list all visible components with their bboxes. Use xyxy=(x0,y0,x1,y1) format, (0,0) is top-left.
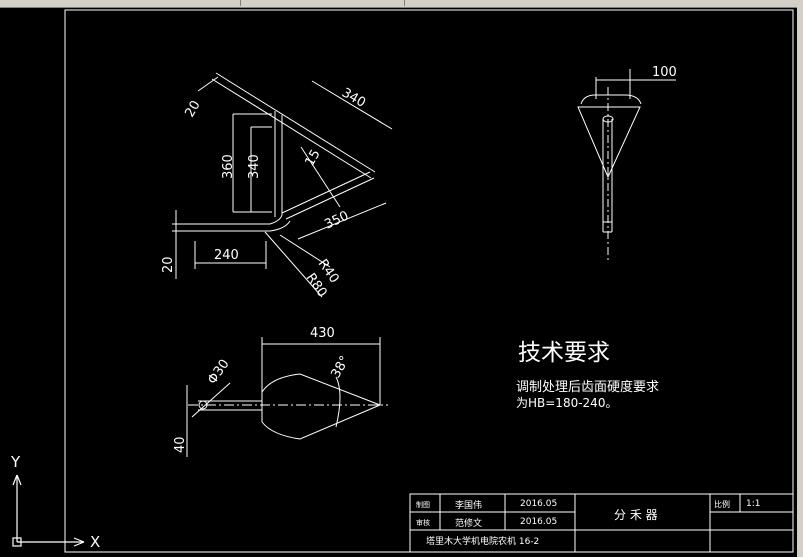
tech-req-line2: 为HB=180-240。 xyxy=(516,396,618,410)
toolbar-segment[interactable] xyxy=(0,0,241,6)
title-block xyxy=(409,493,794,553)
dim-phi30: Φ30 xyxy=(205,357,233,388)
tb-part-name: 分 禾 器 xyxy=(614,508,658,522)
ucs-icon xyxy=(12,474,85,547)
dim-240: 240 xyxy=(214,248,239,263)
dim-430: 430 xyxy=(310,326,335,341)
tb-date-checked: 2016.05 xyxy=(520,517,557,527)
tb-label-drawn: 制图 xyxy=(416,500,430,509)
ucs-y-label: Y xyxy=(10,453,21,471)
bottom-view xyxy=(186,337,388,457)
toolbar-strip xyxy=(0,0,803,8)
tb-name-checked: 范修文 xyxy=(455,517,482,529)
side-view xyxy=(577,69,676,262)
dim-15: 15 xyxy=(302,147,323,169)
toolbar-segment[interactable] xyxy=(244,0,405,6)
tb-label-checked: 审核 xyxy=(416,518,430,527)
front-view xyxy=(172,72,393,298)
dim-40: 40 xyxy=(173,436,188,453)
dim-100: 100 xyxy=(652,65,677,80)
vertical-scrollbar[interactable] xyxy=(797,7,803,557)
tech-req-line1: 调制处理后齿面硬度要求 xyxy=(516,380,660,395)
dim-340-diag: 340 xyxy=(339,85,368,110)
dim-350: 350 xyxy=(322,209,351,233)
dim-20-top: 20 xyxy=(182,98,203,120)
dim-360: 360 xyxy=(221,154,236,179)
dim-20-bottom: 20 xyxy=(161,256,176,273)
tech-req-title: 技术要求 xyxy=(518,340,610,366)
tb-scale-label: 比例 xyxy=(714,499,730,509)
tb-org: 塔里木大学机电院农机 16-2 xyxy=(426,535,539,547)
tb-date-drawn: 2016.05 xyxy=(520,499,557,509)
dim-38deg: 38° xyxy=(328,354,353,381)
ucs-x-label: X xyxy=(90,533,100,551)
tb-scale-value: 1:1 xyxy=(746,499,760,509)
drawing-canvas[interactable]: 20 340 360 340 15 350 240 20 R40 R80 100… xyxy=(0,7,797,557)
dim-340-vert: 340 xyxy=(247,154,262,179)
tb-name-drawn: 李国伟 xyxy=(455,499,482,511)
drawing-frame xyxy=(64,9,794,553)
